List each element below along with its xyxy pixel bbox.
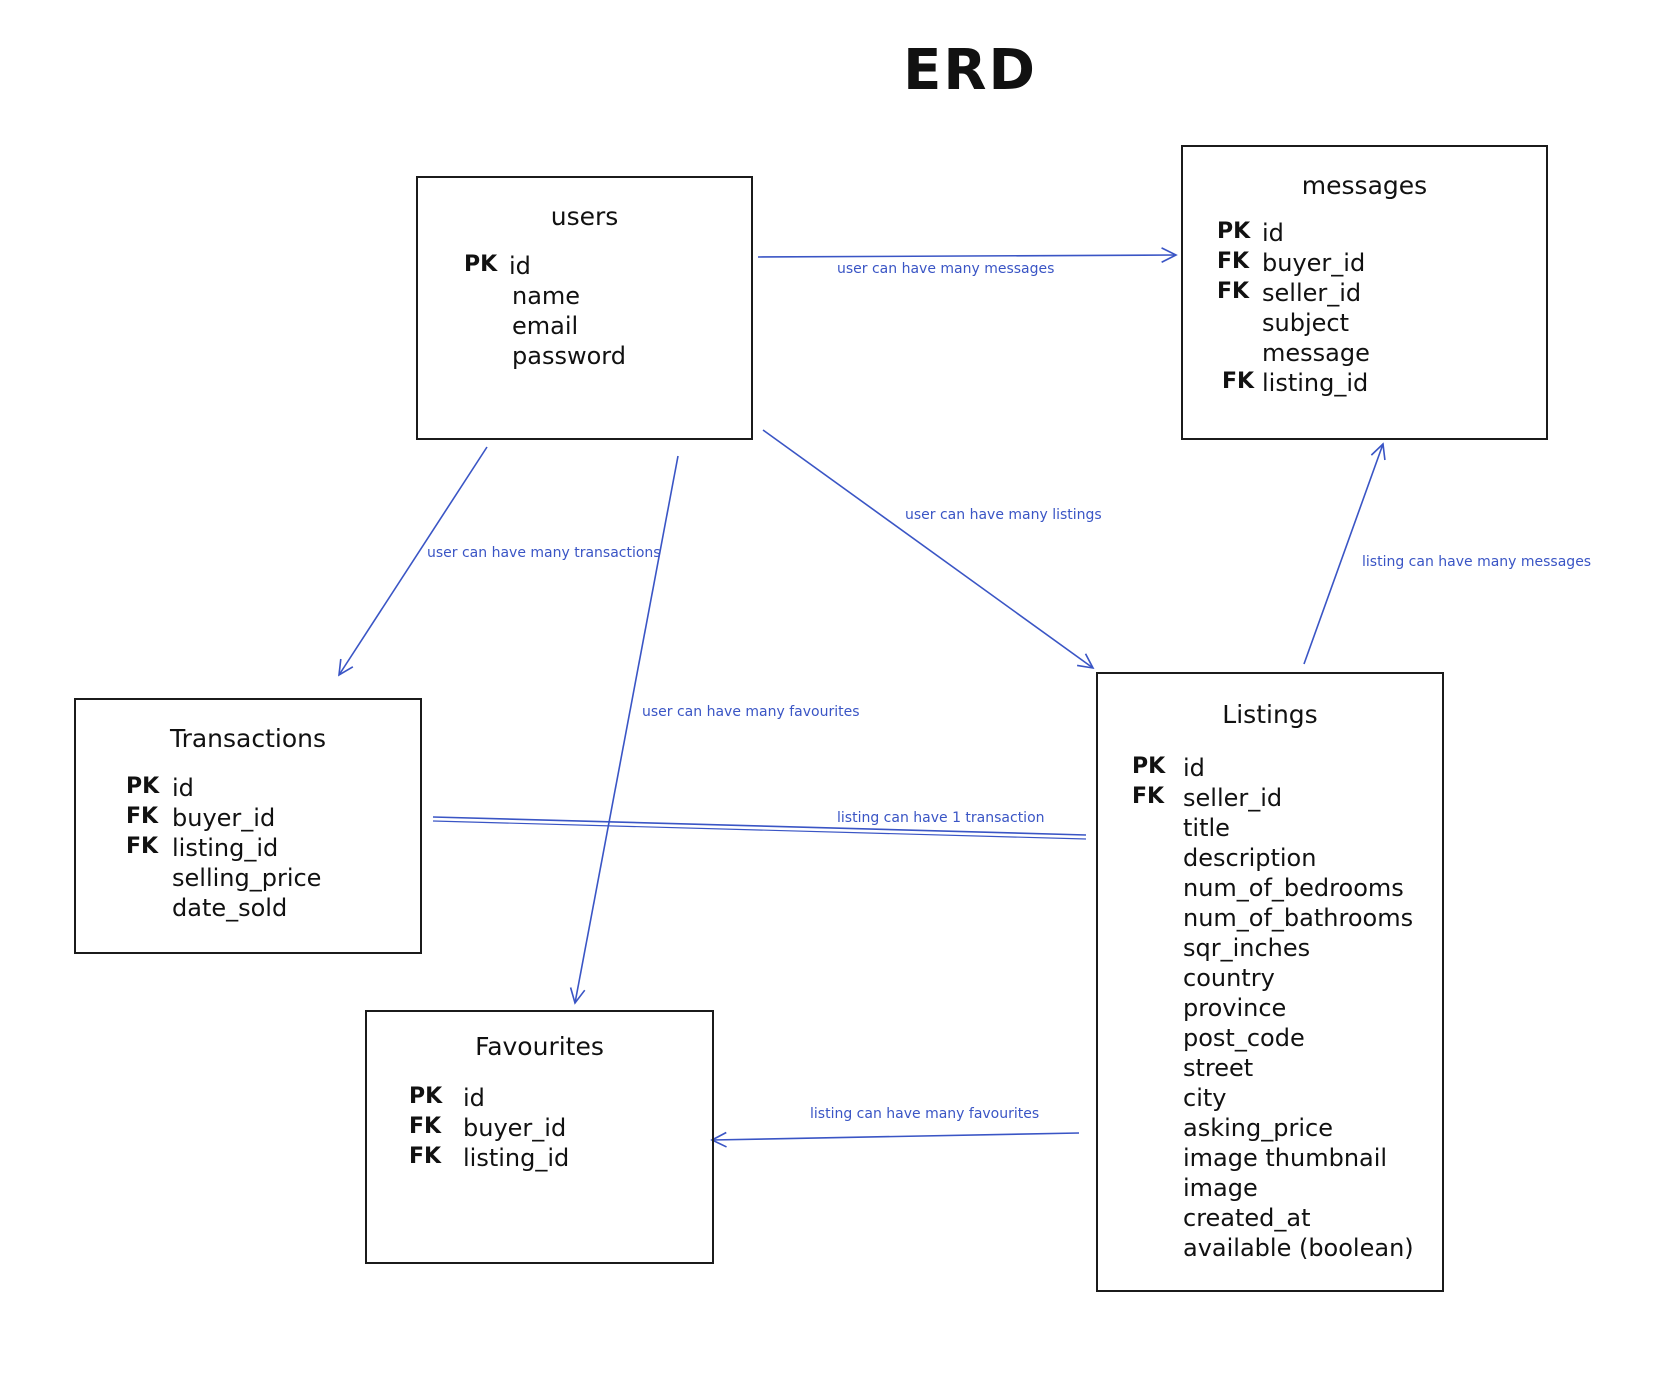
arrow-users-favourites [575,455,679,1003]
field-name: asking_price [1183,1114,1333,1142]
arrow-users-messages [757,255,1176,257]
field-name: password [512,342,626,370]
relationship-label-users-listings: user can have many listings [905,507,1102,523]
relationship-label-users-favourites: user can have many favourites [642,704,860,720]
field-name: image [1183,1174,1258,1202]
field-name: street [1183,1054,1254,1082]
line-listing-transaction [432,816,1087,836]
field-name: num_of_bathrooms [1183,904,1414,932]
field-key: FK [409,1144,442,1169]
field-name: num_of_bedrooms [1183,874,1404,902]
field-key: PK [1132,754,1166,779]
field-name: image thumbnail [1183,1144,1388,1172]
field-key: FK [409,1114,442,1139]
field-name: id [463,1084,485,1112]
line-listing-transaction-2 [432,820,1087,840]
field-name: seller_id [1183,784,1283,812]
entity-name: messages [1301,171,1428,200]
field-name: listing_id [463,1144,570,1172]
entity-name: Transactions [169,724,327,753]
field-name: province [1183,994,1287,1022]
field-key: PK [409,1084,443,1109]
entity-name: Favourites [475,1032,604,1061]
field-name: seller_id [1262,279,1362,307]
field-name: date_sold [172,894,288,922]
field-key: PK [464,252,498,277]
field-key: FK [1132,784,1165,809]
field-name: buyer_id [463,1114,567,1142]
entity-users[interactable]: users PK id name email password [416,176,753,440]
relationship-label-users-messages: user can have many messages [837,261,1055,277]
field-key: PK [1217,219,1251,244]
entity-name: Listings [1222,700,1318,729]
relationship-label-listing-messages: listing can have many messages [1362,554,1592,570]
field-name: post_code [1183,1024,1305,1052]
field-name: selling_price [172,864,322,892]
field-key: PK [126,774,160,799]
field-name: id [1262,219,1284,247]
field-name: available (boolean) [1183,1234,1414,1262]
field-name: subject [1262,309,1349,337]
field-key: FK [1217,249,1250,274]
field-key: FK [126,834,159,859]
arrow-listing-messages [1303,444,1383,665]
field-name: id [172,774,194,802]
field-name: created_at [1183,1204,1311,1232]
entity-transactions[interactable]: Transactions PK id FK buyer_id FK listin… [74,698,422,954]
relationship-label-listing-favourites: listing can have many favourites [810,1106,1040,1122]
field-name: description [1183,844,1317,872]
field-key: FK [126,804,159,829]
field-key: FK [1222,369,1255,394]
field-name: id [509,252,531,280]
relationship-label-listing-transaction: listing can have 1 transaction [837,810,1045,826]
entity-favourites[interactable]: Favourites PK id FK buyer_id FK listing_… [365,1010,714,1264]
relationship-label-users-transactions: user can have many transactions [427,545,661,561]
field-name: city [1183,1084,1227,1112]
field-name: buyer_id [172,804,276,832]
field-name: email [512,312,579,340]
entity-listings[interactable]: Listings PK id FK seller_id title descri… [1096,672,1444,1292]
field-name: id [1183,754,1205,782]
field-name: sqr_inches [1183,934,1311,962]
field-name: title [1183,814,1230,842]
field-name: name [512,282,581,310]
field-name: listing_id [1262,369,1369,397]
diagram-title: ERD [903,38,1037,103]
arrow-listing-favourites [712,1133,1080,1140]
entity-messages[interactable]: messages PK id FK buyer_id FK seller_id … [1181,145,1548,440]
entity-name: users [550,202,619,231]
arrow-users-listings [762,429,1093,668]
arrow-users-transactions [339,446,488,675]
field-name: country [1183,964,1275,992]
field-name: message [1262,339,1370,367]
field-name: buyer_id [1262,249,1366,277]
field-key: FK [1217,279,1250,304]
field-name: listing_id [172,834,279,862]
